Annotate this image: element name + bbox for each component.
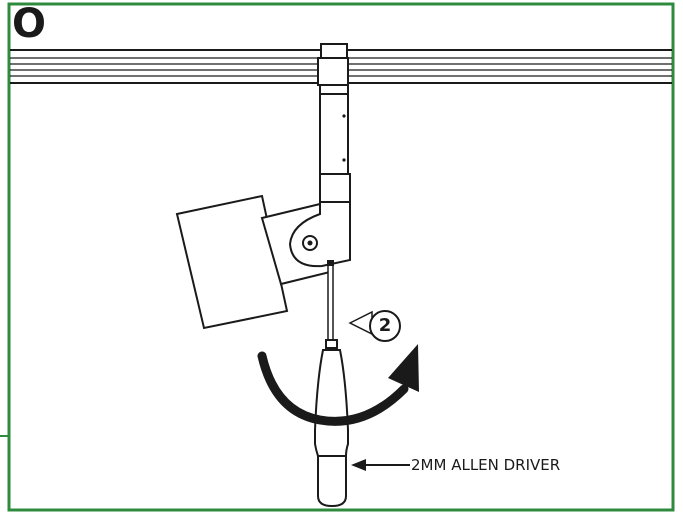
callout-circle bbox=[369, 310, 401, 342]
lamp-head bbox=[175, 194, 289, 330]
callout-number: 2 bbox=[378, 315, 392, 336]
tool-label: 2MM ALLEN DRIVER bbox=[411, 456, 561, 474]
step-letter: O bbox=[12, 1, 47, 47]
curved-arrow-icon bbox=[388, 344, 419, 392]
pivot-bracket bbox=[288, 201, 351, 268]
arrow-left-icon bbox=[351, 459, 366, 471]
screwdriver-handle bbox=[314, 339, 349, 508]
lamp-stem bbox=[317, 43, 351, 203]
frame-border bbox=[7, 2, 675, 512]
rotation-arc bbox=[257, 351, 409, 426]
allen-bit bbox=[327, 260, 334, 343]
